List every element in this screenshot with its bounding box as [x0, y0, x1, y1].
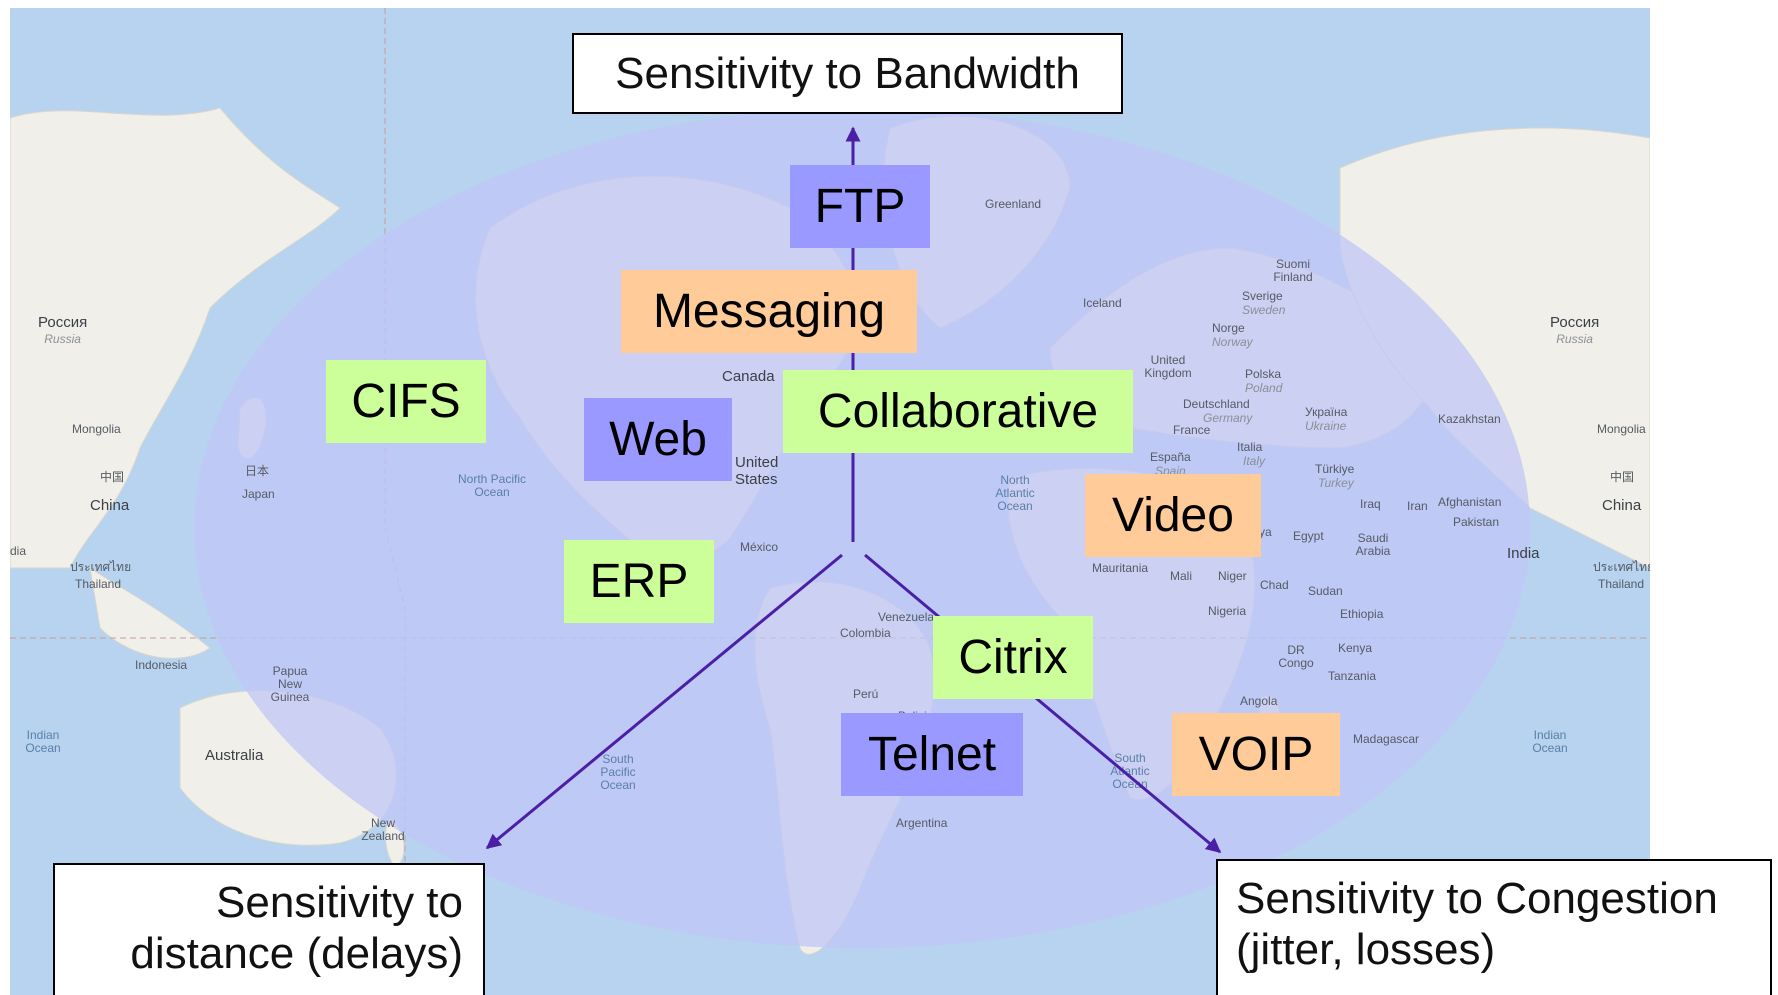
map-label-australia: Australia	[205, 747, 264, 764]
map-label-mexico: México	[740, 540, 779, 554]
map-label-tanzania: Tanzania	[1328, 669, 1377, 683]
map-label-espana: España	[1150, 450, 1191, 464]
map-label-chad: Chad	[1260, 578, 1289, 592]
app-tag-cifs: CIFS	[326, 360, 486, 443]
app-tag-messaging: Messaging	[621, 270, 917, 353]
map-label-madagascar: Madagascar	[1353, 732, 1420, 746]
map-label-thailand-right: Thailand	[1598, 577, 1645, 591]
asia-left-landmass	[10, 107, 341, 569]
map-label-nigeria: Nigeria	[1208, 604, 1247, 618]
map-label-peru: Perú	[853, 687, 879, 701]
app-tag-video: Video	[1085, 474, 1261, 557]
axis-label-congestion: Sensitivity to Congestion (jitter, losse…	[1216, 859, 1772, 995]
map-label-thailand-right-native: ประเทศไทย	[1593, 560, 1650, 574]
map-label-saudi: Saudi Arabia	[1355, 531, 1391, 558]
map-label-greenland: Greenland	[985, 197, 1042, 211]
map-label-iraq: Iraq	[1360, 497, 1381, 511]
app-tag-citrix: Citrix	[933, 616, 1093, 699]
map-label-italia: Italia	[1237, 440, 1263, 454]
axis-label-distance-line2: distance (delays)	[130, 929, 463, 978]
map-label-indonesia: Indonesia	[135, 658, 188, 672]
map-label-ukraine: Ukraine	[1305, 419, 1347, 433]
map-label-norway: Norway	[1212, 335, 1253, 349]
map-label-north-atlantic: North Atlantic Ocean	[995, 473, 1035, 513]
map-label-mauritania: Mauritania	[1092, 561, 1149, 575]
map-label-china-left-cjk: 中国	[100, 470, 125, 484]
map-label-venezuela: Venezuela	[878, 610, 935, 624]
map-label-niger: Niger	[1218, 569, 1247, 583]
map-label-suomi: Suomi Finland	[1273, 257, 1313, 284]
map-label-sverige: Sverige	[1242, 289, 1283, 303]
map-label-japan-native: 日本	[245, 464, 270, 478]
map-label-angola: Angola	[1240, 694, 1278, 708]
map-label-kenya: Kenya	[1338, 641, 1373, 655]
map-label-indian-ocean-left: Indian Ocean	[25, 728, 61, 755]
map-label-ethiopia: Ethiopia	[1340, 607, 1384, 621]
congestion-axis-arrow	[864, 553, 1222, 854]
app-tag-erp: ERP	[564, 540, 714, 623]
axis-label-congestion-line1: Sensitivity to Congestion	[1236, 874, 1718, 923]
map-label-sweden: Sweden	[1242, 303, 1286, 317]
map-label-kazakhstan: Kazakhstan	[1438, 412, 1501, 426]
map-label-south-pacific: South Pacific Ocean	[600, 752, 636, 792]
map-label-india-right: India	[1507, 545, 1540, 562]
map-label-ukraina: Україна	[1305, 405, 1348, 419]
map-label-sudan: Sudan	[1308, 584, 1343, 598]
map-label-mali: Mali	[1170, 569, 1193, 583]
map-label-papua: Papua New Guinea	[270, 664, 310, 704]
axis-label-distance: Sensitivity to distance (delays)	[53, 863, 485, 995]
map-label-thailand-left-native: ประเทศไทย	[70, 560, 132, 574]
map-label-france: France	[1173, 423, 1211, 437]
distance-axis-arrow	[485, 553, 843, 850]
map-label-italy: Italy	[1243, 454, 1266, 468]
map-label-indian-ocean-right: Indian Ocean	[1532, 728, 1568, 755]
map-label-colombia: Colombia	[840, 626, 891, 640]
map-label-canada: Canada	[722, 368, 775, 385]
southeast-asia-left	[89, 566, 211, 659]
map-label-deutschland: Deutschland	[1183, 397, 1250, 411]
map-label-germany: Germany	[1203, 411, 1253, 425]
map-label-iran: Iran	[1407, 499, 1428, 513]
map-label-egypt: Egypt	[1293, 529, 1324, 543]
map-label-mongolia-right: Mongolia	[1597, 422, 1646, 436]
app-tag-web: Web	[584, 398, 732, 481]
map-label-uk: United Kingdom	[1144, 353, 1192, 380]
map-label-dr-congo: DR Congo	[1278, 643, 1314, 670]
map-label-pakistan: Pakistan	[1453, 515, 1500, 529]
map-label-afghanistan: Afghanistan	[1438, 495, 1502, 509]
map-label-poland: Poland	[1245, 381, 1283, 395]
map-label-north-pacific: North Pacific Ocean	[457, 472, 527, 499]
map-label-china-right: China	[1602, 497, 1642, 514]
map-label-iceland: Iceland	[1083, 296, 1122, 310]
axis-label-congestion-line2: (jitter, losses)	[1236, 925, 1496, 974]
map-label-turkey: Turkey	[1318, 476, 1354, 490]
map-label-argentina: Argentina	[896, 816, 948, 830]
map-label-japan: Japan	[242, 487, 275, 501]
map-label-new-zealand: New Zealand	[361, 816, 405, 843]
map-label-india-left: dia	[10, 544, 27, 558]
app-tag-telnet: Telnet	[841, 713, 1023, 796]
map-label-turkiye: Türkiye	[1315, 462, 1355, 476]
app-tag-ftp: FTP	[790, 165, 930, 248]
map-label-norge: Norge	[1212, 321, 1245, 335]
app-tag-collaborative: Collaborative	[783, 370, 1133, 453]
map-label-thailand-left: Thailand	[75, 577, 122, 591]
axis-label-distance-line1: Sensitivity to	[216, 878, 463, 927]
map-label-united-states: United States	[735, 454, 779, 488]
axis-label-bandwidth: Sensitivity to Bandwidth	[572, 33, 1123, 114]
map-label-polska: Polska	[1245, 367, 1282, 381]
map-label-mongolia-left: Mongolia	[72, 422, 121, 436]
app-tag-voip: VOIP	[1172, 713, 1340, 796]
map-label-china-left: China	[90, 497, 130, 514]
map-label-china-right-cjk: 中国	[1610, 470, 1635, 484]
